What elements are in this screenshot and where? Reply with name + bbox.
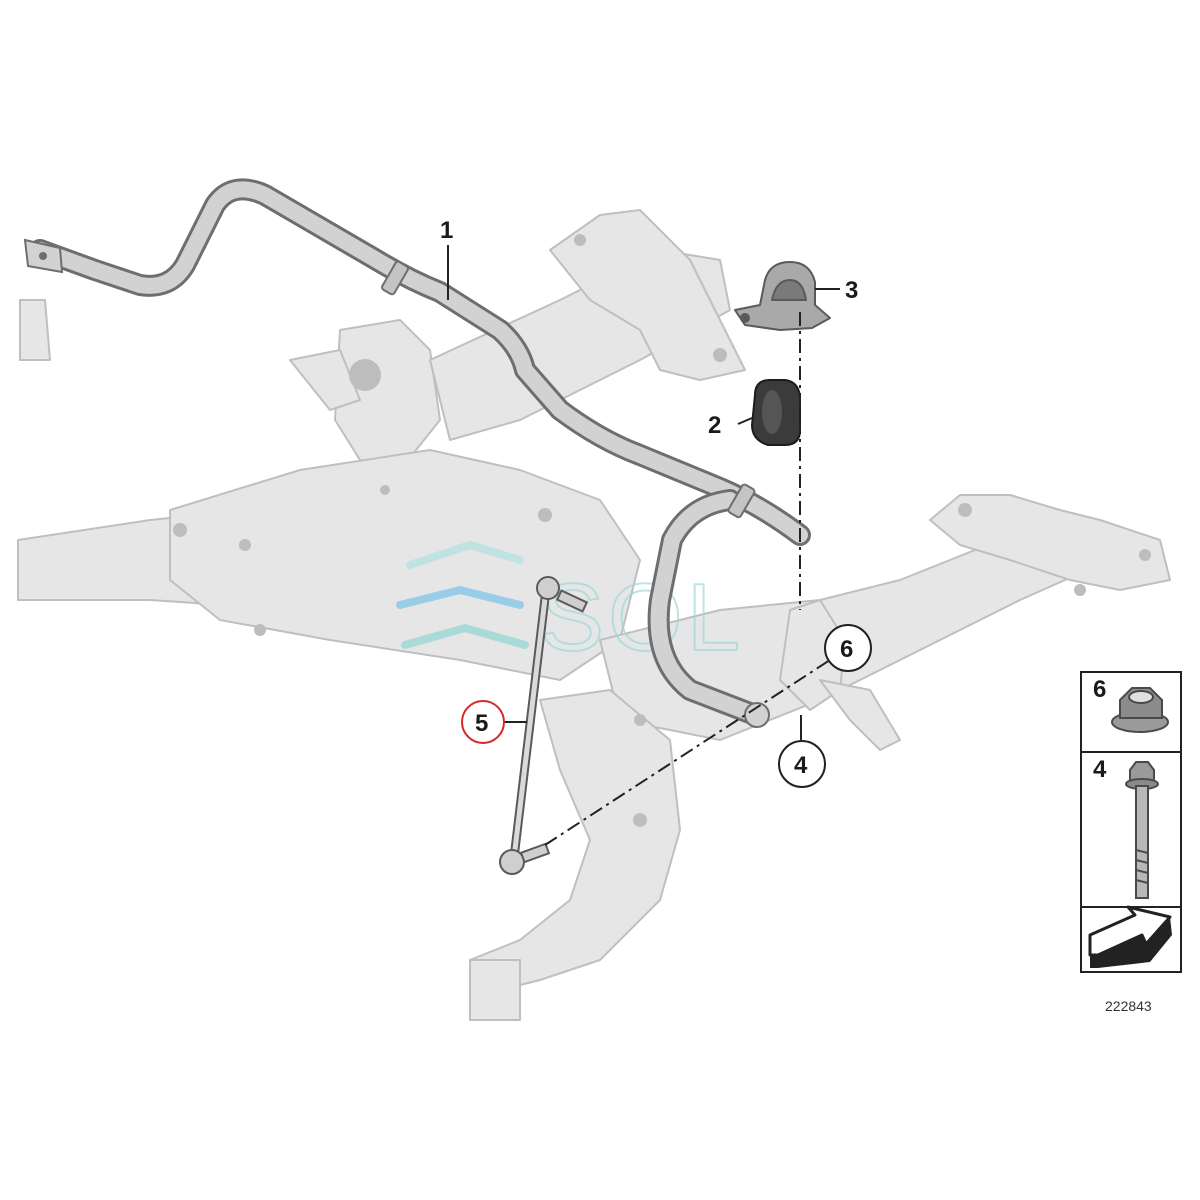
legend-label-6: 6 <box>1093 676 1106 703</box>
watermark: SOL <box>396 540 744 672</box>
stabilizer-link-part <box>499 576 589 875</box>
direction-arrow-icon <box>1088 905 1172 968</box>
watermark-text: SOL <box>540 564 744 671</box>
parts-legend: 6 4 <box>1080 671 1182 973</box>
legend-item-bolt: 4 <box>1093 756 1159 899</box>
front-subframe <box>17 209 1171 1021</box>
callout-5-highlight-circle <box>461 700 505 744</box>
callout-1: 1 <box>440 217 453 244</box>
watermark-logo-icon <box>396 540 529 649</box>
callout-4-circle <box>778 740 826 788</box>
callout-6-circle <box>824 624 872 672</box>
assembly-lines <box>544 312 831 846</box>
legend-item-nut: 6 <box>1093 676 1169 733</box>
bracket-part <box>734 261 831 331</box>
rubber-bushing-part <box>750 379 801 446</box>
callouts: 1 2 3 4 5 6 <box>440 217 872 788</box>
flange-nut-icon <box>1111 687 1169 733</box>
callout-3: 3 <box>845 277 858 304</box>
callout-4: 4 <box>794 752 808 779</box>
diagram-number: 222843 <box>1105 998 1152 1014</box>
subframe-holes <box>173 234 1151 827</box>
stabilizer-bar <box>23 178 811 728</box>
legend-label-4: 4 <box>1093 756 1107 783</box>
hex-bolt-icon <box>1125 761 1159 899</box>
leader-lines <box>447 245 840 740</box>
callout-6: 6 <box>840 636 853 663</box>
callout-2: 2 <box>708 412 721 439</box>
callout-5: 5 <box>475 710 488 737</box>
